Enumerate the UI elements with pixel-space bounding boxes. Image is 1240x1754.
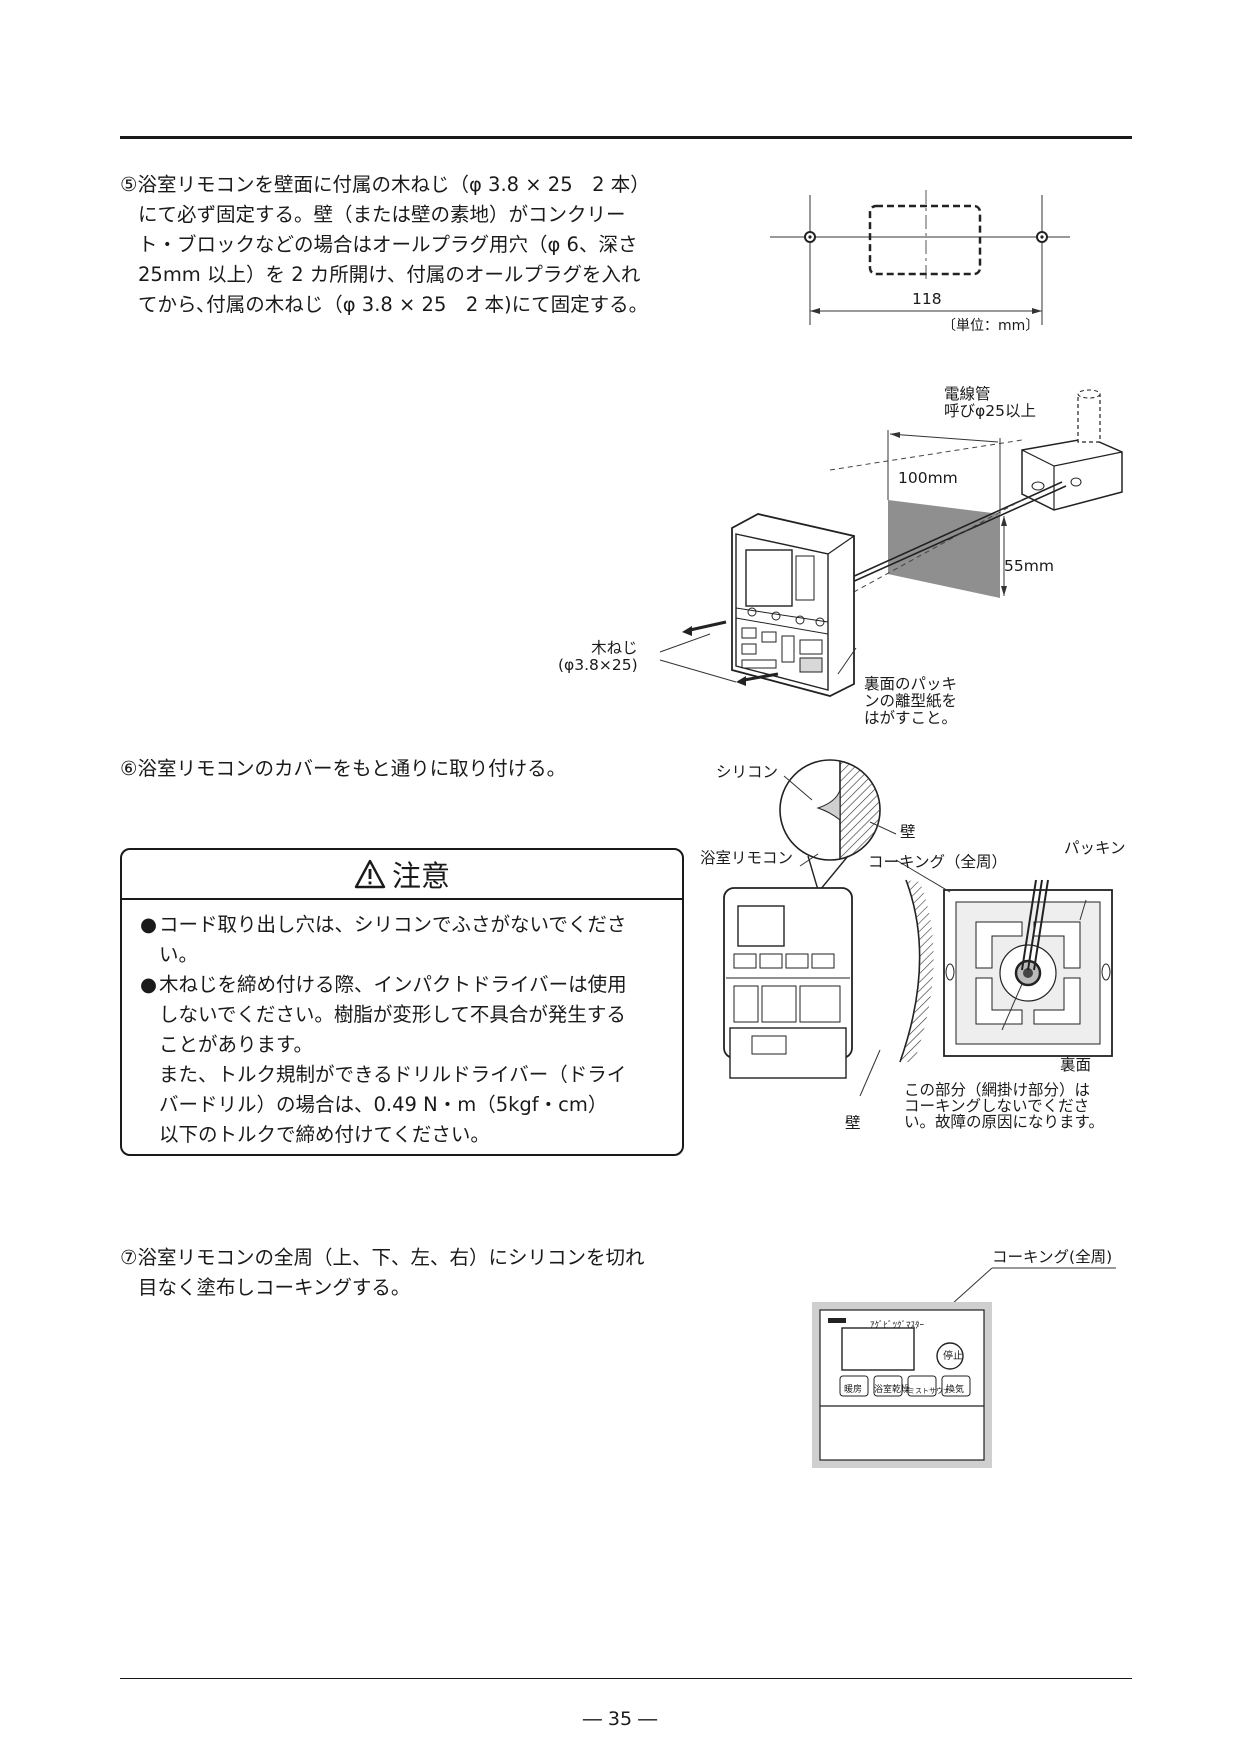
step-7-line: ⑦浴室リモコンの全周（上、下、左、右）にシリコンを切れ bbox=[120, 1246, 645, 1269]
caution-header: 注意 bbox=[122, 850, 682, 900]
step-5-line: てから､付属の木ねじ（φ 3.8 × 25 2 本)にて固定する。 bbox=[138, 293, 649, 316]
dimension-100mm: 100mm bbox=[898, 469, 958, 487]
step-5-line: 25mm 以上）を 2 カ所開け、付属のオールプラグを入れ bbox=[138, 263, 641, 286]
dimension-55mm: 55mm bbox=[1004, 557, 1054, 575]
caution-item: ●木ねじを締め付ける際、インパクトドライバーは使用 しないでください。樹脂が変形… bbox=[140, 970, 668, 1150]
hole-spacing-dimension: 118 bbox=[912, 290, 942, 308]
warning-icon bbox=[354, 859, 386, 889]
mounting-diagram bbox=[659, 389, 1123, 697]
final-caulking-diagram bbox=[812, 1267, 1116, 1468]
bullet-icon: ● bbox=[140, 913, 158, 936]
ventilation-button-label: 換気 bbox=[946, 1385, 965, 1395]
page-number: ― 35 ― bbox=[582, 1708, 658, 1730]
step-5-line: ト・ブロックなどの場合はオールプラグ用穴（φ 6、深さ bbox=[138, 233, 638, 256]
backing-paper-note: 裏面のパッキ ンの離型紙を はがすこと。 bbox=[864, 675, 958, 727]
step-5-line: にて必ず固定する。壁（または壁の素地）がコンクリー bbox=[138, 203, 626, 226]
bottom-rule bbox=[120, 1678, 1132, 1679]
conduit-label: 電線管 呼びφ25以上 bbox=[944, 385, 1036, 420]
brand-logo: ｱｸﾞﾋﾞﾂｸﾞﾏｽﾀｰ bbox=[870, 1321, 925, 1331]
no-caulk-note: この部分（網掛け部分）は コーキングしないでくださ い。故障の原因になります。 bbox=[904, 1081, 1104, 1131]
screw-hole-diagram bbox=[770, 190, 1070, 325]
step-5-line: ⑤浴室リモコンを壁面に付属の木ねじ（φ 3.8 × 25 2 本） bbox=[120, 173, 650, 196]
mist-sauna-button-label: ミストサウナ bbox=[908, 1387, 950, 1395]
packing-label: パッキン bbox=[1064, 839, 1126, 857]
wall-label-top: 壁 bbox=[900, 823, 916, 841]
caulking-all-around-label: コーキング(全周) bbox=[992, 1248, 1113, 1266]
step-7-text: ⑦浴室リモコンの全周（上、下、左、右）にシリコンを切れ 目なく塗布しコーキングす… bbox=[120, 1243, 644, 1303]
sealing-diagram bbox=[723, 759, 1113, 1097]
dryer-button-label: 浴室乾燥 bbox=[874, 1385, 911, 1395]
unit-label: 〔単位：mm〕 bbox=[942, 318, 1040, 334]
heating-button-label: 暖房 bbox=[844, 1385, 863, 1395]
remote-label: 浴室リモコン bbox=[700, 849, 794, 867]
caution-title: 注意 bbox=[391, 859, 450, 893]
step-7-line: 目なく塗布しコーキングする。 bbox=[138, 1276, 411, 1299]
silicone-label: シリコン bbox=[716, 763, 779, 781]
stop-button-label: 停止 bbox=[943, 1351, 963, 1362]
step-5-text: ⑤浴室リモコンを壁面に付属の木ねじ（φ 3.8 × 25 2 本） にて必ず固定… bbox=[120, 170, 690, 320]
caulking-label: コーキング（全周） bbox=[868, 853, 1008, 871]
back-side-label: 裏面 bbox=[1060, 1056, 1092, 1074]
bullet-icon: ● bbox=[140, 973, 158, 996]
caution-box: 注意 ●コード取り出し穴は、シリコンでふさがないでくださ い。 ●木ねじを締め付… bbox=[120, 848, 684, 1156]
step-6-text: ⑥浴室リモコンのカバーをもと通りに取り付ける。 bbox=[120, 757, 567, 780]
wall-label-bottom: 壁 bbox=[845, 1114, 861, 1132]
top-rule bbox=[120, 136, 1132, 139]
caution-item: ●コード取り出し穴は、シリコンでふさがないでくださ い。 bbox=[140, 910, 668, 970]
wood-screw-label: 木ねじ (φ3.8×25) bbox=[558, 639, 638, 674]
